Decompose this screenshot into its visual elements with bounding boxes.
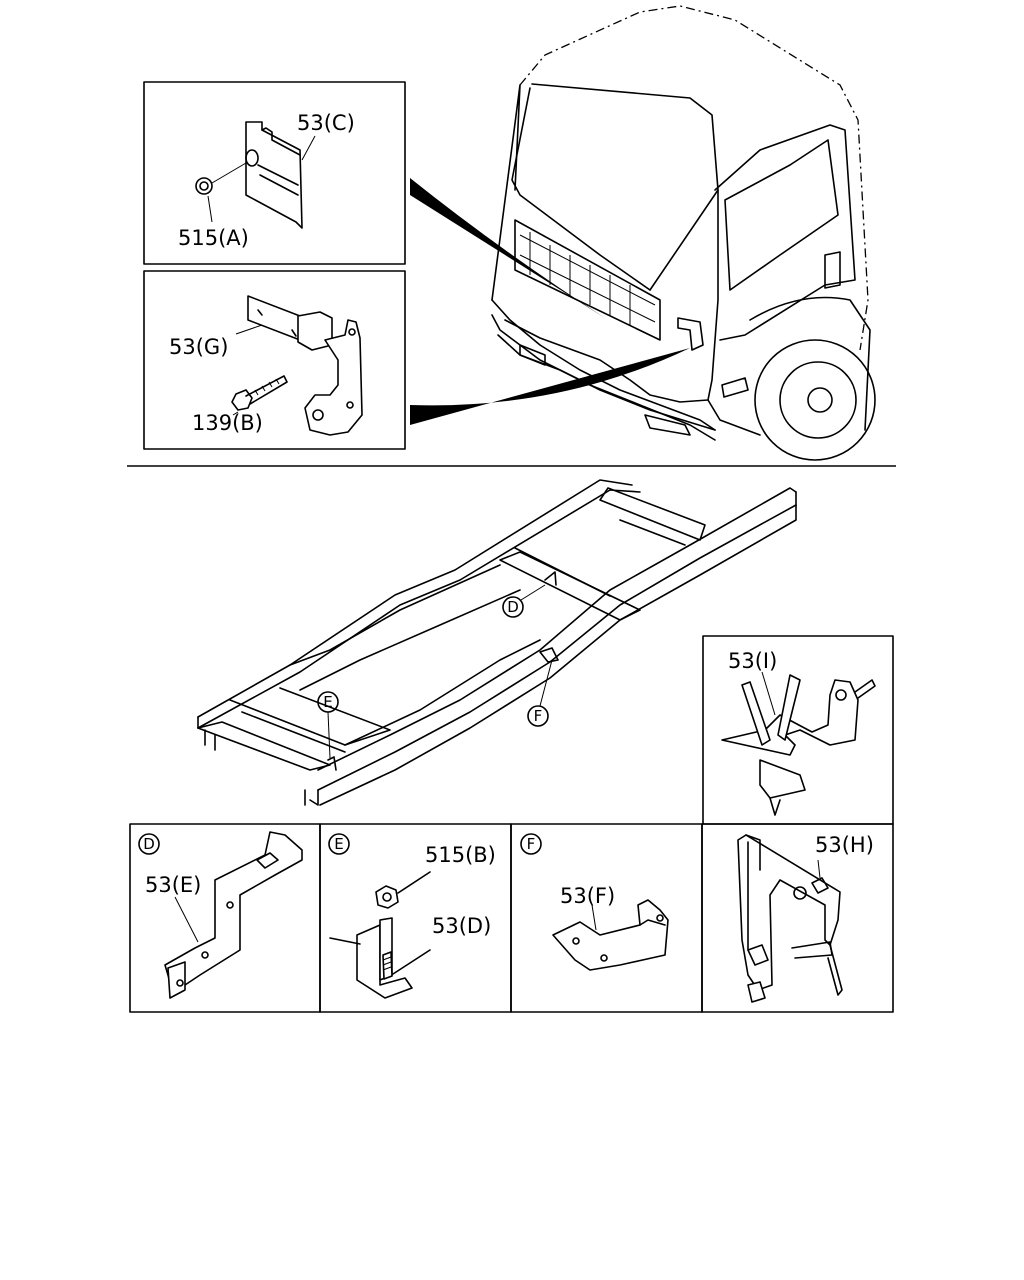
- bracket-53f-drawing: [552, 899, 669, 971]
- bolt-139b-drawing: [231, 375, 288, 411]
- label-515a: 515(A): [178, 226, 249, 250]
- nut-515a-drawing: [195, 162, 247, 195]
- leader-53f: [591, 904, 597, 931]
- label-53g: 53(G): [169, 335, 228, 359]
- leader-wedge-upper: [410, 178, 605, 318]
- callout-d-frame: D: [502, 584, 546, 618]
- svg-text:E: E: [334, 835, 343, 853]
- leader-53e: [174, 896, 199, 943]
- svg-text:D: D: [507, 598, 519, 616]
- bracket-53i-drawing: [721, 674, 876, 816]
- callout-f-box: F: [520, 833, 542, 855]
- inset-box-c: [143, 81, 406, 265]
- callout-d-box: D: [138, 833, 160, 855]
- svg-text:D: D: [143, 835, 155, 853]
- label-53e: 53(E): [145, 873, 201, 897]
- truck-cab-illustration: [491, 5, 876, 461]
- label-53c: 53(C): [297, 111, 355, 135]
- bracket-53c-drawing: [245, 121, 303, 229]
- leader-53g: [235, 324, 263, 335]
- inset-box-g: [143, 270, 406, 450]
- svg-text:F: F: [534, 707, 543, 725]
- leader-139b: [232, 411, 239, 416]
- label-515b: 515(B): [425, 843, 496, 867]
- callout-e-box: E: [328, 833, 350, 855]
- label-53i: 53(I): [728, 649, 777, 673]
- label-53h: 53(H): [815, 833, 874, 857]
- leader-wedge-lower: [410, 348, 690, 425]
- nut-515b-drawing: [375, 871, 431, 909]
- bracket-53g-drawing: [247, 295, 363, 436]
- label-53d: 53(D): [432, 914, 491, 938]
- leader-53h: [817, 859, 821, 879]
- leader-53i: [761, 671, 776, 716]
- inset-box-f: [510, 823, 703, 1013]
- svg-text:F: F: [527, 835, 536, 853]
- callout-e-frame: E: [317, 691, 339, 759]
- label-139b: 139(B): [192, 411, 263, 435]
- bracket-53e-drawing: [164, 831, 303, 999]
- inset-box-h: [701, 823, 894, 1013]
- label-53f: 53(F): [560, 884, 615, 908]
- svg-text:E: E: [323, 693, 332, 711]
- chassis-frame-illustration: [197, 479, 797, 806]
- leader-515a: [207, 195, 213, 223]
- bracket-53h-drawing: [737, 834, 843, 1003]
- leader-53c: [301, 135, 316, 161]
- bracket-53d-drawing: [329, 917, 431, 999]
- callout-f-frame: F: [527, 659, 553, 727]
